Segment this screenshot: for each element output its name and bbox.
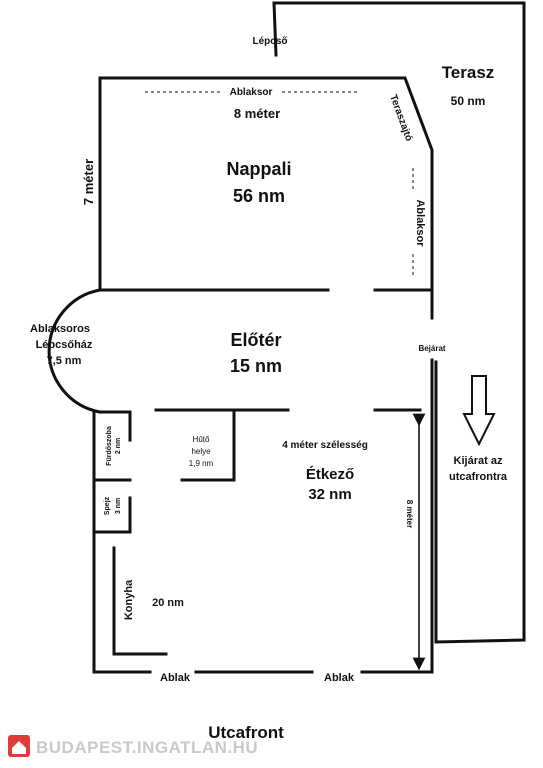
label-terasz-area: 50 nm	[451, 94, 486, 108]
label-konyha: Konyha	[123, 579, 135, 620]
watermark-text: BUDAPEST.INGATLAN.HU	[36, 738, 258, 757]
staircase-wall	[47, 288, 102, 414]
label-terasz: Terasz	[442, 63, 495, 82]
kitchen-wall	[92, 530, 434, 674]
label-etkezo: Étkező	[306, 466, 354, 483]
label-nappali-area: 56 nm	[233, 186, 285, 206]
label-lepcsohaz: Lépcsőház	[36, 339, 93, 351]
label-bejarat: Bejárat	[418, 344, 445, 353]
house-icon	[12, 741, 26, 754]
terrace-wall	[272, 1, 526, 644]
label-7-meter: 7 méter	[81, 159, 96, 205]
bathroom-wall	[92, 410, 132, 534]
label-huto-area: 1,9 nm	[189, 459, 214, 468]
living-room-wall	[98, 76, 434, 294]
label-furdoszoba-area: 2 nm	[115, 438, 122, 454]
label-teraszajto: Teraszajtó	[387, 93, 414, 143]
fridge-niche-wall	[180, 410, 236, 482]
label-eloter: Előtér	[230, 330, 281, 350]
label-spajz-area: 3 nm	[115, 498, 122, 514]
label-konyha-area: 20 nm	[152, 597, 184, 609]
watermark: BUDAPEST.INGATLAN.HU	[8, 735, 258, 757]
label-kijarat-1: Kijárat az	[454, 455, 503, 467]
label-4-meter: 4 méter szélesség	[282, 440, 368, 451]
label-lepcsohaz-area: 7,5 nm	[47, 355, 82, 367]
label-ablaksoros: Ablaksoros	[30, 323, 90, 335]
hallway-lower-wall	[98, 408, 422, 414]
label-huto: Hűtő	[193, 435, 210, 444]
label-ablak-left: Ablak	[160, 672, 191, 684]
label-kijarat-2: utcafrontra	[449, 471, 508, 483]
label-8-meter: 8 méter	[234, 106, 280, 121]
label-ablaksor-right: Ablaksor	[414, 199, 426, 247]
kitchen-counter	[112, 546, 168, 656]
label-ablak-right: Ablak	[324, 672, 355, 684]
label-ablaksor-top: Ablaksor	[230, 87, 273, 98]
exit-arrow	[462, 375, 496, 447]
label-helye: helye	[191, 447, 211, 456]
label-furdoszoba: Fürdőszoba	[106, 426, 113, 466]
label-lepcso: Lépcső	[252, 36, 287, 47]
label-utcafront: Utcafront	[208, 723, 284, 742]
label-8-meter-right: 8 méter	[405, 500, 414, 528]
label-spajz: Spejz	[104, 496, 111, 515]
label-nappali: Nappali	[226, 159, 291, 179]
label-eloter-area: 15 nm	[230, 356, 282, 376]
label-etkezo-area: 32 nm	[308, 486, 351, 503]
